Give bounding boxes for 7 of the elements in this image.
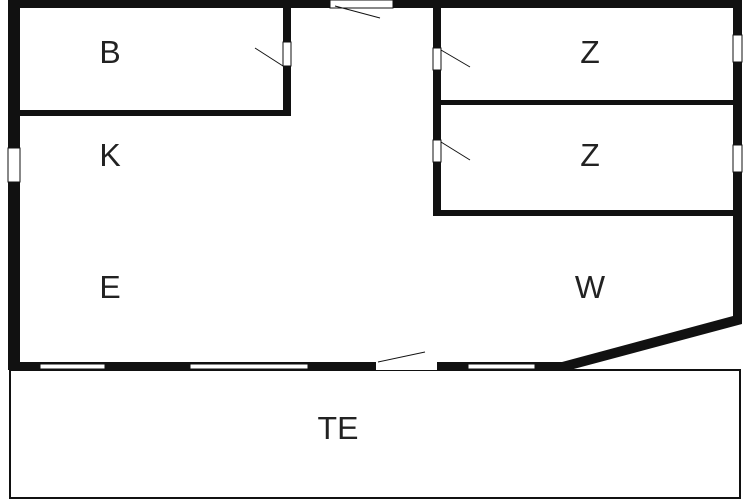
room-label: K xyxy=(99,139,121,171)
room-label: TE xyxy=(318,412,358,444)
room-label: W xyxy=(574,271,606,303)
room-label: B xyxy=(99,36,121,68)
room-label: E xyxy=(99,271,121,303)
room-label: Z xyxy=(580,139,600,171)
room-label: Z xyxy=(580,36,600,68)
